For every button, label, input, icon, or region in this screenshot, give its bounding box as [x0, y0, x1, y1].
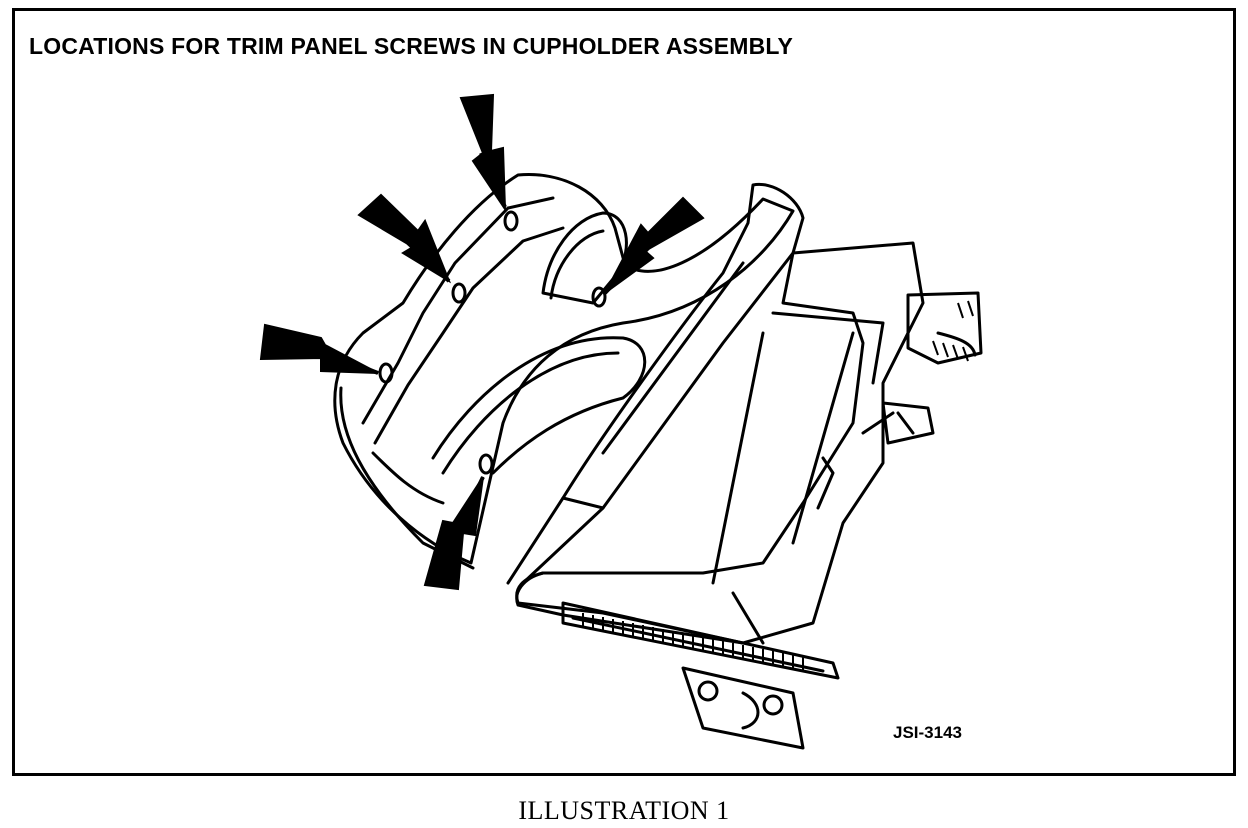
spring-rail [561, 601, 840, 750]
trim-panel-housing [333, 173, 795, 570]
diagram-frame: LOCATIONS FOR TRIM PANEL SCREWS IN CUPHO… [12, 8, 1236, 776]
screw-arrows [259, 93, 705, 591]
cupholder-arm [506, 182, 805, 585]
spring-coils [582, 300, 974, 672]
arrow-upper-right [603, 196, 705, 295]
arrow-upper-left [357, 193, 452, 284]
arrow-bottom [423, 476, 485, 591]
illustration-caption: ILLUSTRATION 1 [518, 796, 730, 825]
arrow-left [259, 323, 379, 375]
drawer-tray [515, 241, 925, 645]
diagram-title: LOCATIONS FOR TRIM PANEL SCREWS IN CUPHO… [29, 33, 794, 59]
screw-holes [378, 210, 607, 475]
latch-mechanism [881, 291, 983, 445]
cupholder-assembly-drawing [259, 93, 983, 750]
figure-code: JSI-3143 [893, 723, 962, 742]
arrow-top [459, 93, 507, 213]
